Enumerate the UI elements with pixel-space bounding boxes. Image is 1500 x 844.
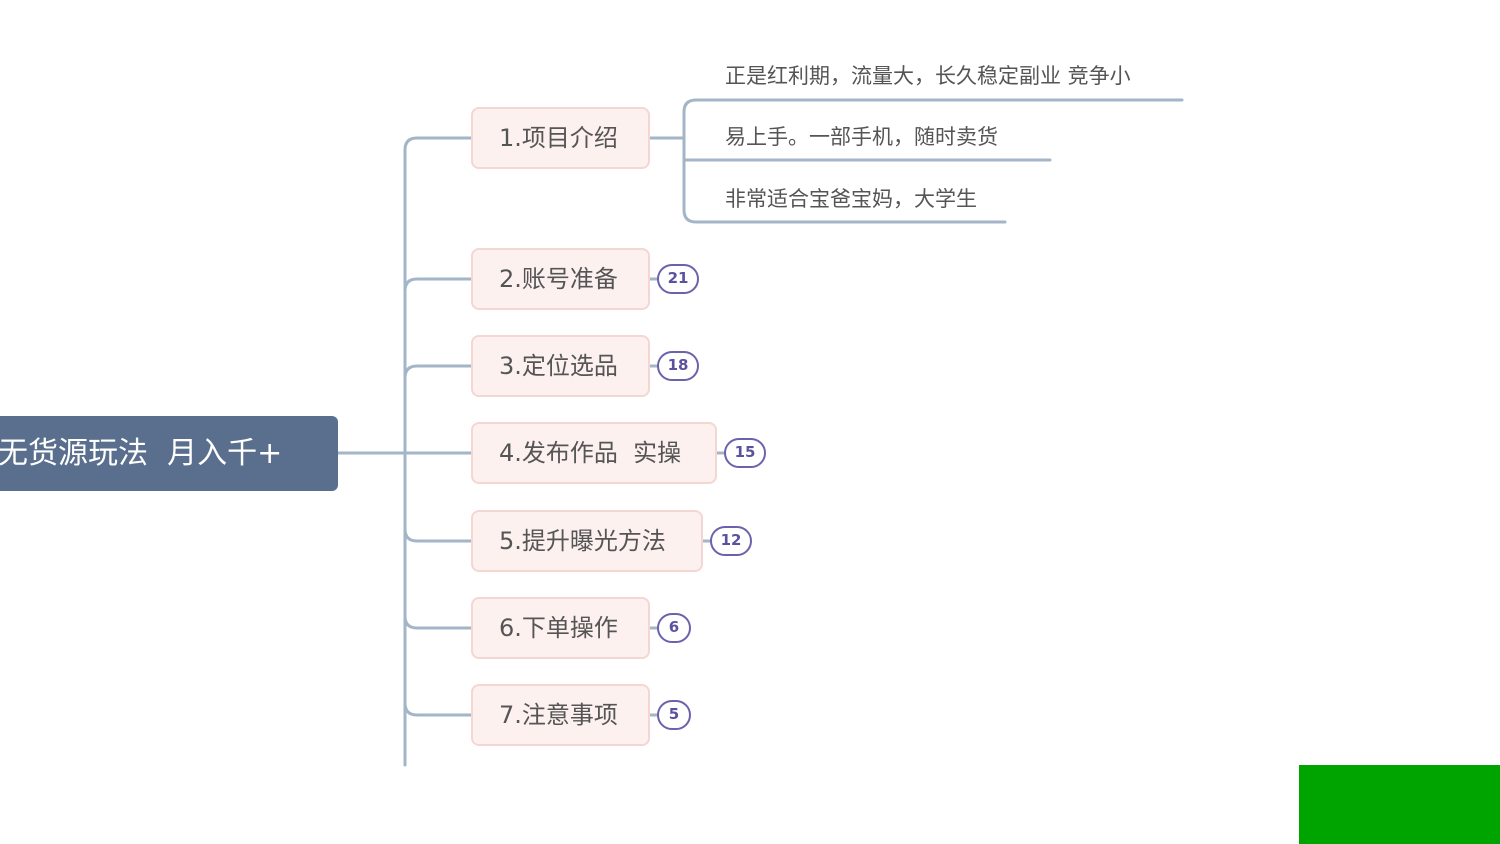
- topic-account-prep[interactable]: 2.账号准备: [471, 248, 650, 310]
- collapsed-count-badge[interactable]: 12: [710, 526, 752, 556]
- topic-notes[interactable]: 7.注意事项: [471, 684, 650, 746]
- root-topic[interactable]: 无货源玩法 月入千+: [0, 416, 338, 491]
- collapsed-count-badge[interactable]: 6: [657, 613, 691, 643]
- topic-project-intro[interactable]: 1.项目介绍: [471, 107, 650, 169]
- collapsed-count-badge[interactable]: 21: [657, 264, 699, 294]
- collapsed-count-badge[interactable]: 15: [724, 438, 766, 468]
- topic-order[interactable]: 6.下单操作: [471, 597, 650, 659]
- corner-color-block: [1299, 765, 1500, 844]
- subtopic-dividend-period[interactable]: 正是红利期，流量大，长久稳定副业 竞争小: [725, 64, 1131, 88]
- topic-positioning[interactable]: 3.定位选品: [471, 335, 650, 397]
- topic-exposure[interactable]: 5.提升曝光方法: [471, 510, 703, 572]
- collapsed-count-badge[interactable]: 5: [657, 700, 691, 730]
- collapsed-count-badge[interactable]: 18: [657, 351, 699, 381]
- topic-publish[interactable]: 4.发布作品 实操: [471, 422, 717, 484]
- subtopic-easy-start[interactable]: 易上手。一部手机，随时卖货: [725, 125, 998, 149]
- subtopic-target-audience[interactable]: 非常适合宝爸宝妈，大学生: [725, 187, 977, 211]
